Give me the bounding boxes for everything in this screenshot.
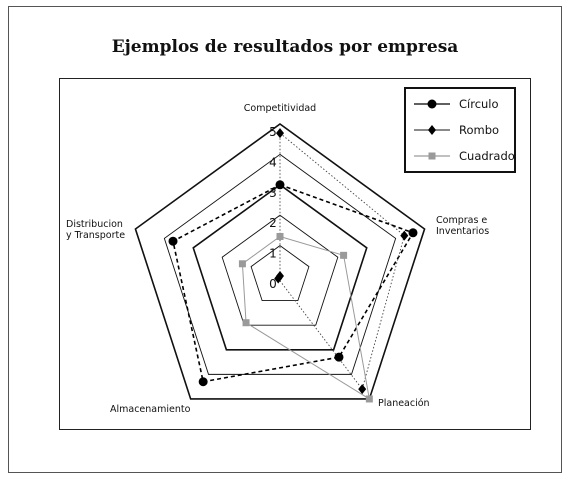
marker-circle-point — [275, 180, 285, 190]
legend-marker-circle — [427, 99, 437, 109]
marker-circle-point — [198, 377, 208, 387]
scale-tick-label: 2 — [269, 216, 277, 230]
legend-label-circle: Círculo — [459, 97, 499, 111]
marker-square-point — [276, 232, 284, 240]
grid-level-3 — [192, 183, 368, 351]
chart-title: Ejemplos de resultados por empresa — [111, 37, 459, 57]
legend-label-diamond: Rombo — [459, 123, 499, 137]
legend-label-square: Cuadrado — [459, 149, 515, 163]
axis-label-3: Planeación — [378, 398, 430, 409]
scale-tick-label: 5 — [269, 125, 277, 139]
series-square-line — [241, 235, 371, 400]
scale-tick-label: 4 — [269, 155, 277, 169]
series-circle-line — [172, 183, 415, 383]
scale-tick-label: 0 — [269, 277, 277, 291]
marker-diamond-point — [358, 384, 367, 395]
grid-level-2 — [221, 214, 339, 326]
marker-square-point — [242, 319, 250, 327]
marker-square-point — [340, 251, 348, 259]
scale-tick-label: 3 — [269, 186, 277, 200]
grid-level-1 — [250, 245, 310, 302]
marker-circle-point — [168, 236, 178, 246]
legend-marker-diamond — [428, 125, 436, 135]
grid-level-4 — [163, 153, 397, 375]
marker-circle-point — [408, 228, 418, 238]
marker-diamond-point — [276, 271, 284, 281]
marker-circle-point — [334, 352, 344, 362]
grid-level-5 — [134, 123, 426, 400]
marker-square-point — [238, 260, 246, 268]
marker-diamond-point — [276, 128, 284, 139]
chart-frame: Ejemplos de resultados por empresa 0 1 2 3 4… — [8, 6, 562, 473]
series-diamond-line — [277, 132, 405, 391]
marker-diamond-point — [400, 230, 409, 241]
axis-label-4: Almacenamiento — [110, 404, 191, 415]
scale-tick-label: 1 — [269, 247, 277, 261]
marker-square-point — [365, 395, 373, 403]
legend-marker-square — [428, 152, 436, 160]
axis-label-1: Competitividad — [244, 103, 316, 114]
